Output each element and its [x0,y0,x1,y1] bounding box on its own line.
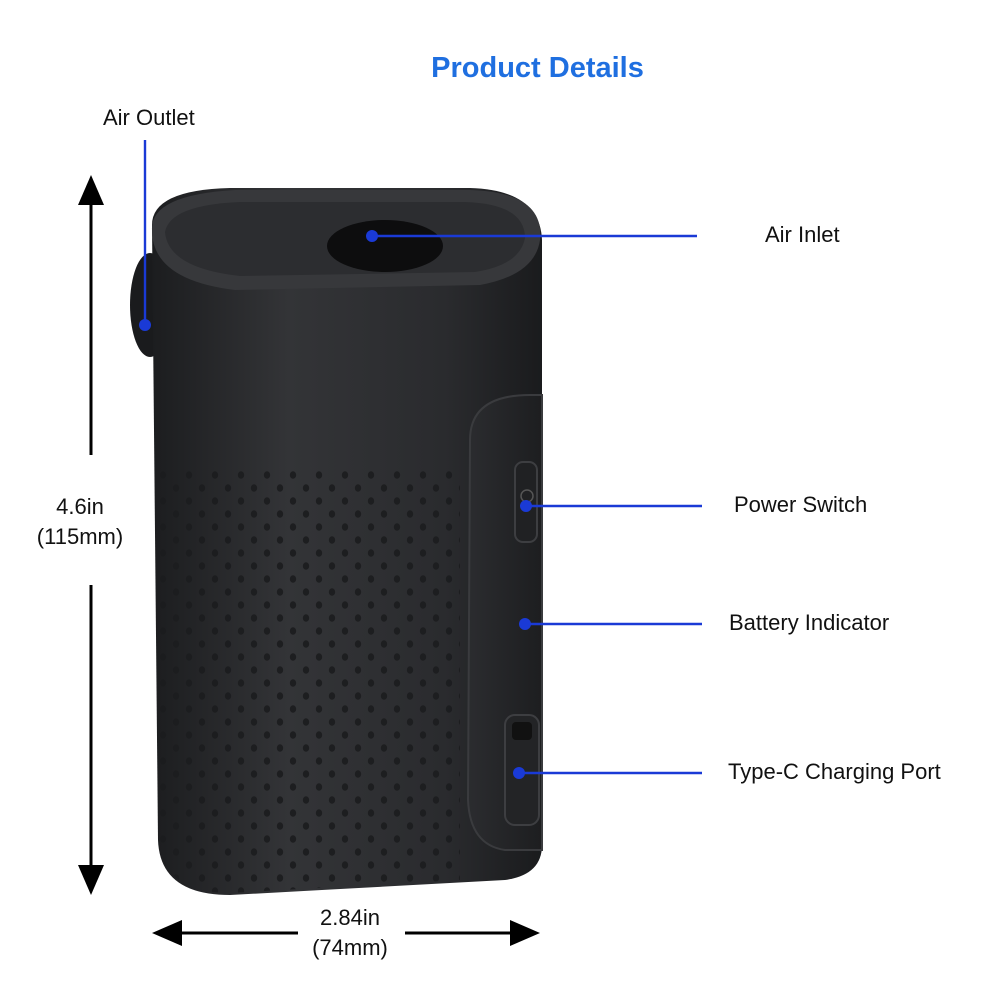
air-outlet-label: Air Outlet [103,105,195,130]
battery-indicator-label: Battery Indicator [729,610,890,635]
height-millimeters: (115mm) [36,524,124,549]
width-inches: 2.84in [320,905,380,930]
type-c-port-label: Type-C Charging Port [728,759,941,784]
air-inlet-label: Air Inlet [765,222,840,247]
height-dimension-label: 4.6in (115mm) [20,492,140,552]
width-millimeters: (74mm) [312,935,388,960]
width-dimension-label: 2.84in (74mm) [290,903,410,963]
air-inlet-hole [327,220,443,272]
height-dimension-arrow [78,175,104,895]
width-dimension-arrow [152,920,540,946]
height-inches: 4.6in [56,494,104,519]
leader-lines [139,140,702,779]
power-switch-label: Power Switch [734,492,868,517]
side-panel [466,394,543,851]
device-body [152,188,542,895]
page-title: Product Details [431,52,644,84]
